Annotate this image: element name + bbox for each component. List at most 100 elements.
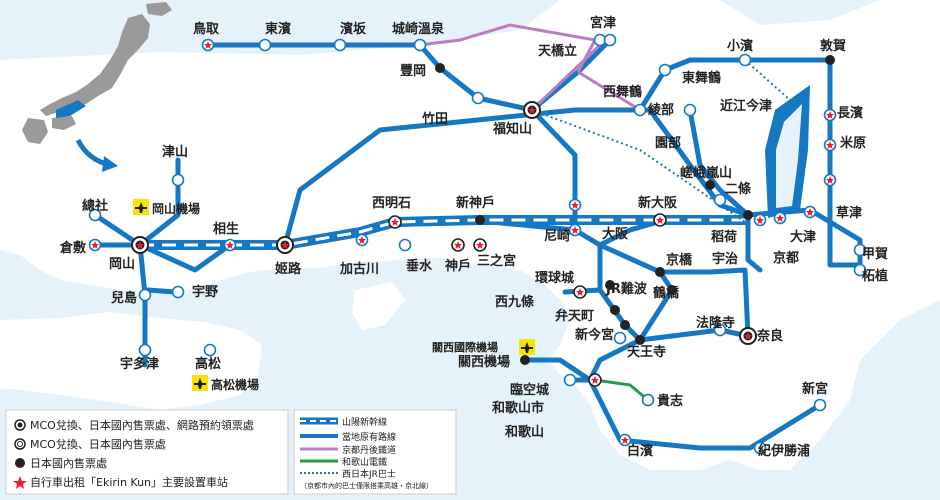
- station-higashihama: 東濱: [265, 21, 291, 37]
- station-sagaarashiyama: 嵯峨嵐山: [680, 165, 732, 181]
- station-uji: 宇治: [712, 251, 738, 267]
- station-amanohashidate: 天橋立: [538, 43, 577, 59]
- station-dot-marker: [620, 320, 630, 330]
- station-dot-marker: [705, 180, 715, 190]
- station-nishimaizuru: 西舞鶴: [603, 84, 642, 100]
- station-star-marker: [823, 173, 837, 187]
- station-plain-marker: [413, 38, 427, 52]
- station-sannomiya: 三之宮: [477, 253, 516, 269]
- svg-text:岡山機場: 岡山機場: [152, 201, 200, 216]
- station-universal-city: 環球城: [535, 270, 574, 286]
- station-kiikatsuura: 紀伊勝浦: [758, 443, 810, 459]
- svg-text:高松機場: 高松機場: [211, 377, 259, 392]
- kansai-airport: 關西國際機場: [432, 339, 535, 355]
- station-kansai-airport: 關西機場: [458, 354, 510, 370]
- station-miyazu: 宮津: [590, 15, 616, 31]
- station-maibara: 米原: [840, 135, 866, 151]
- station-higashimaizuru: 東舞鶴: [682, 70, 721, 86]
- station-shinosaka: 新大阪: [638, 195, 678, 211]
- station-plain-marker: [658, 63, 672, 77]
- station-rinku-town: 臨空城: [510, 382, 549, 398]
- legend-label-domestic: 日本國內售票處: [30, 456, 107, 470]
- airplane-icon: [194, 378, 206, 389]
- station-labels: 鳥取 東濱 濱坂 城崎溫泉 豐岡 竹田 福知山 天橋立 宮津 西舞鶴 東舞鶴 綾…: [59, 15, 888, 459]
- honshu-land: [0, 0, 940, 470]
- station-star-marker: [773, 211, 787, 225]
- station-inari: 稻荷: [711, 229, 737, 245]
- station-dot-marker: [605, 280, 615, 290]
- station-otsu: 大津: [790, 229, 816, 245]
- station-plain-marker: [203, 343, 217, 357]
- station-fukuchiyama: 福知山: [492, 121, 532, 137]
- station-dot-marker: [435, 63, 445, 73]
- legend-label-mco: MCO兌換、日本國內售票處: [30, 437, 166, 451]
- station-kyoto: 京都: [773, 250, 799, 266]
- station-star-marker: [618, 433, 632, 447]
- station-plain-marker: [713, 193, 727, 207]
- station-shingu: 新宮: [802, 381, 828, 397]
- legend-bus-note: （京都市內的巴士僅限搭乘高雄・京北線）: [300, 481, 433, 490]
- station-star-marker: [803, 205, 817, 219]
- station-nijo: 二條: [725, 181, 751, 197]
- station-okayama: 岡山: [109, 256, 135, 272]
- station-nishikujo: 西九條: [495, 294, 534, 310]
- svg-text:關西國際機場: 關西國際機場: [432, 340, 498, 354]
- station-dot-marker: [655, 267, 665, 277]
- station-plain-marker: [171, 285, 185, 299]
- station-ayabe: 綾部: [648, 102, 674, 118]
- station-ring-star-marker: [388, 215, 402, 229]
- station-amagasaki: 尼崎: [544, 228, 570, 244]
- station-kishi: 貴志: [657, 393, 683, 409]
- japan-inset: [22, 2, 172, 144]
- station-plain-marker: [138, 288, 152, 302]
- station-ring-star-marker: [473, 238, 487, 252]
- station-star-marker: [223, 238, 237, 252]
- station-ring-star-marker: [451, 238, 465, 252]
- station-tennoji: 天王寺: [627, 344, 666, 360]
- station-toyooka: 豐岡: [400, 63, 426, 79]
- station-dot-marker: [475, 215, 485, 225]
- station-plain-marker: [853, 263, 867, 277]
- station-aioi: 相生: [213, 221, 239, 237]
- tango-line: [419, 23, 641, 112]
- station-shinimamiya: 新今宮: [575, 327, 614, 343]
- station-kyobashi: 京橋: [666, 252, 693, 268]
- airplane-icon: [521, 342, 533, 353]
- station-kinosaki: 城崎溫泉: [392, 21, 445, 37]
- station-star-marker: [823, 108, 837, 122]
- station-wakayama: 和歌山: [505, 424, 544, 440]
- station-dot-marker: [520, 355, 530, 365]
- station-star-marker: [753, 213, 767, 227]
- inset-highlight: [56, 100, 86, 118]
- station-osaka: 大阪: [602, 226, 629, 242]
- station-plain-marker: [471, 91, 485, 105]
- legend-label-full: MCO兌換、日本國內售票處、網路預約領票處: [30, 418, 254, 432]
- station-plain-marker: [853, 243, 867, 257]
- station-plain-marker: [641, 393, 655, 407]
- station-kurashiki: 倉敷: [59, 240, 87, 256]
- station-dot-marker: [667, 285, 677, 295]
- svg-text:山陽新幹線: 山陽新幹線: [342, 416, 387, 428]
- station-ring-star-marker: [653, 213, 667, 227]
- station-star-marker: [823, 138, 837, 152]
- station-plain-marker: [633, 103, 647, 117]
- station-plain-marker: [563, 373, 577, 387]
- station-plain-marker: [713, 323, 727, 337]
- svg-text:西日本JR巴士: 西日本JR巴士: [342, 468, 396, 480]
- station-tarumi: 垂水: [406, 258, 433, 274]
- station-star-marker: [88, 238, 102, 252]
- station-shirahama: 白濱: [627, 443, 653, 459]
- okayama-airport: 岡山機場: [133, 199, 200, 216]
- station-bentencho: 弁天町: [555, 308, 594, 324]
- station-plain-marker: [138, 343, 152, 357]
- svg-text:當地原有路線: 當地原有路線: [342, 431, 396, 443]
- station-ring-marker: [276, 236, 294, 254]
- station-ring-star-marker: [573, 285, 587, 299]
- station-jr-namba: JR難波: [605, 281, 648, 297]
- station-utazu: 宇多津: [120, 356, 159, 372]
- station-kobe: 神戶: [445, 258, 471, 274]
- station-plain-marker: [753, 441, 767, 455]
- station-takamatsu: 高松: [195, 356, 221, 372]
- station-himeji: 姬路: [275, 261, 302, 277]
- station-star-marker: [568, 198, 582, 212]
